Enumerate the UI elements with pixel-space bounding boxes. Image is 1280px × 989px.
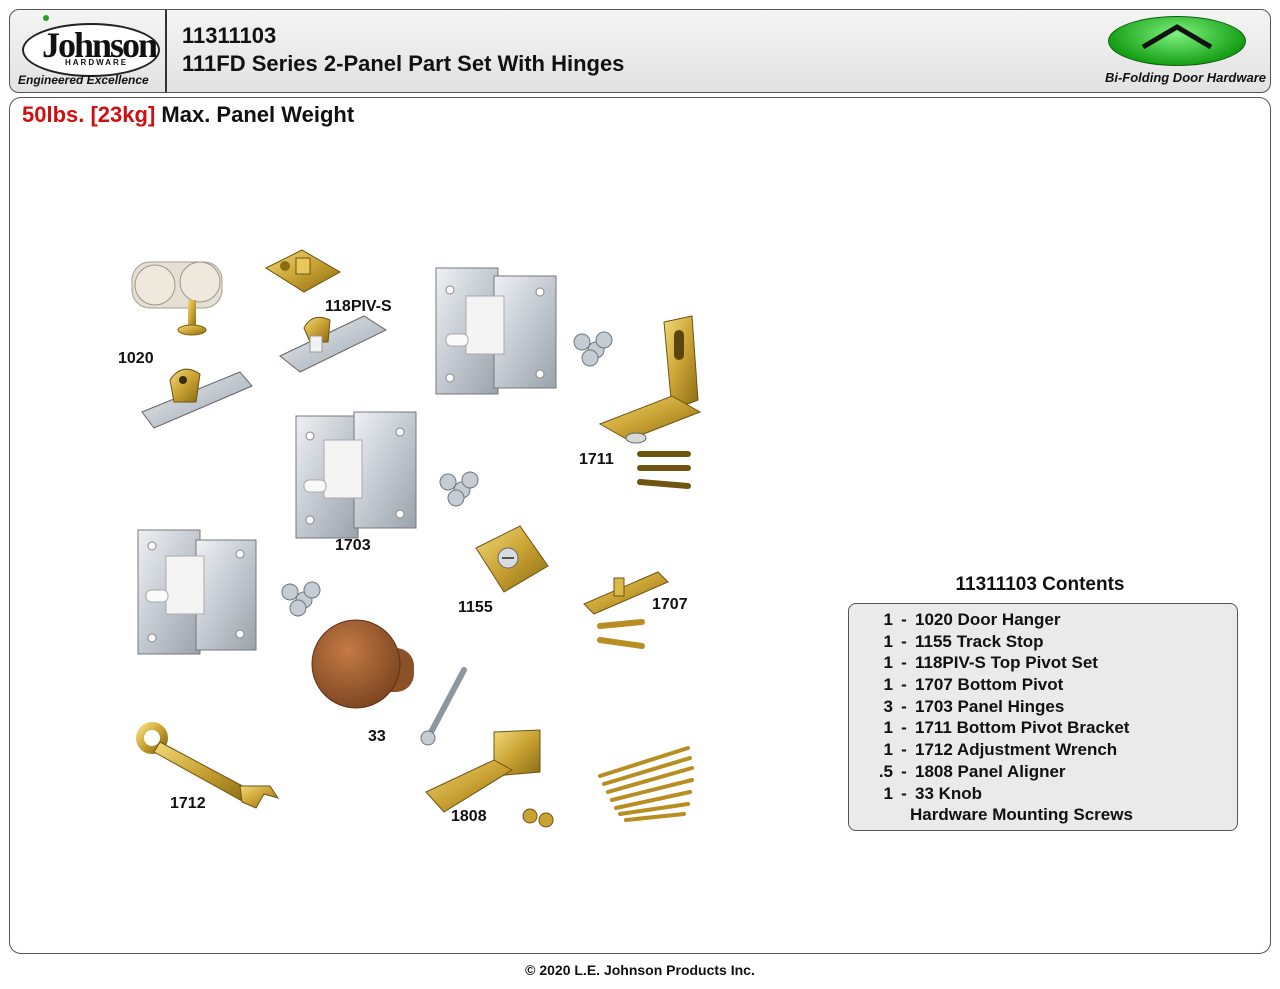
- panel-hinge-1703-image-c: [137, 529, 257, 655]
- knob-33-image: [311, 619, 414, 709]
- contents-item-text: 118PIV-S Top Pivot Set: [915, 653, 1098, 673]
- contents-item-text: 33 Knob: [915, 783, 983, 803]
- label-1711: 1711: [579, 451, 614, 468]
- mounting-screws-pile-image: [598, 746, 694, 822]
- logo-dot-icon: [43, 15, 49, 21]
- category-label: Bi-Folding Door Hardware: [1104, 70, 1266, 85]
- copyright-notice: © 2020 L.E. Johnson Products Inc.: [525, 962, 755, 978]
- label-1155: 1155: [458, 599, 493, 616]
- bracket-screws-image: [637, 451, 691, 489]
- hinge-screws-image-b: [439, 471, 479, 507]
- contents-item-text: 1707 Bottom Pivot: [915, 675, 1064, 695]
- panel-hinge-1703-image-b: [295, 411, 417, 539]
- bottom-pivot-1707-image: [583, 571, 669, 649]
- contents-item-text: 1020 Door Hanger: [915, 610, 1061, 629]
- brand-tagline: Engineered Excellence: [18, 73, 149, 87]
- hinge-screws-image-c: [281, 581, 321, 617]
- contents-item-qty: 1: [883, 783, 893, 803]
- contents-item-text: 1711 Bottom Pivot Bracket: [915, 718, 1130, 738]
- label-1703: 1703: [335, 537, 371, 554]
- contents-item: 1-33 Knob: [849, 784, 1237, 806]
- max-weight-heading: 50lbs. [23kg] Max. Panel Weight: [22, 102, 354, 128]
- contents-item-qty: 1: [883, 740, 893, 760]
- label-1712: 1712: [170, 795, 206, 812]
- hinge-screws-image-a: [573, 331, 613, 367]
- knob-screw-image: [420, 667, 467, 746]
- label-118piv-s: 118PIV-S: [325, 298, 392, 315]
- contents-item-qty: 1: [883, 653, 893, 673]
- contents-title: 11311103 Contents: [955, 574, 1125, 595]
- contents-item: .5-1808 Panel Aligner: [849, 762, 1237, 784]
- bottom-pivot-bracket-1711-image: [598, 315, 702, 444]
- label-1808: 1808: [451, 808, 487, 825]
- label-33: 33: [368, 728, 386, 745]
- contents-item-qty: 3: [883, 696, 893, 716]
- contents-item: 1-1020 Door Hanger: [849, 610, 1237, 632]
- contents-item-qty: 1: [883, 718, 893, 738]
- contents-item: 1-1707 Bottom Pivot: [849, 675, 1237, 697]
- contents-item-screws: Hardware Mounting Screws: [910, 805, 1133, 825]
- contents-list: 1-1020 Door Hanger 1-1155 Track Stop 1-1…: [849, 604, 1237, 827]
- max-weight-value: 50lbs. [23kg]: [22, 102, 156, 127]
- contents-item: 3-1703 Panel Hinges: [849, 697, 1237, 719]
- brand-logo: Johnson HARDWARE Engineered Excellence: [10, 10, 167, 92]
- contents-item-text: 1703 Panel Hinges: [915, 696, 1065, 716]
- contents-item-qty: 1: [883, 610, 893, 629]
- contents-item-text: 1155 Track Stop: [915, 631, 1044, 651]
- contents-item: 1-1711 Bottom Pivot Bracket: [849, 718, 1237, 740]
- logo-subtext: HARDWARE: [65, 58, 129, 67]
- panel-aligner-1808-image: [425, 729, 554, 828]
- max-weight-label: Max. Panel Weight: [161, 102, 355, 127]
- contents-item-qty: 1: [883, 675, 893, 695]
- panel-hinge-1703-image-a: [435, 267, 557, 395]
- logo-oval: [22, 23, 160, 77]
- contents-item: 1-1712 Adjustment Wrench: [849, 740, 1237, 762]
- header-bar: Johnson HARDWARE Engineered Excellence 1…: [9, 9, 1271, 93]
- label-1020: 1020: [118, 350, 154, 367]
- adjustment-wrench-1712-image: [136, 722, 280, 809]
- part-number: 11311103: [182, 23, 277, 48]
- product-title: 111FD Series 2-Panel Part Set With Hinge…: [182, 51, 625, 76]
- contents-item-text: 1808 Panel Aligner: [915, 761, 1066, 781]
- door-hanger-1020-image: [131, 261, 253, 429]
- logo-wordmark: Johnson: [42, 25, 158, 65]
- contents-item-text: 1712 Adjustment Wrench: [915, 740, 1118, 760]
- contents-item: 1-1155 Track Stop: [849, 632, 1237, 654]
- category-emblem-icon: [1108, 16, 1246, 66]
- track-stop-1155-image: [475, 525, 549, 593]
- contents-item: 1-118PIV-S Top Pivot Set: [849, 653, 1237, 675]
- contents-item-qty: 1: [883, 631, 893, 651]
- contents-list-box: 1-1020 Door Hanger 1-1155 Track Stop 1-1…: [848, 603, 1238, 831]
- label-1707: 1707: [652, 596, 688, 613]
- contents-item-qty: .5: [878, 761, 893, 781]
- top-pivot-set-118piv-s-image: [264, 249, 388, 373]
